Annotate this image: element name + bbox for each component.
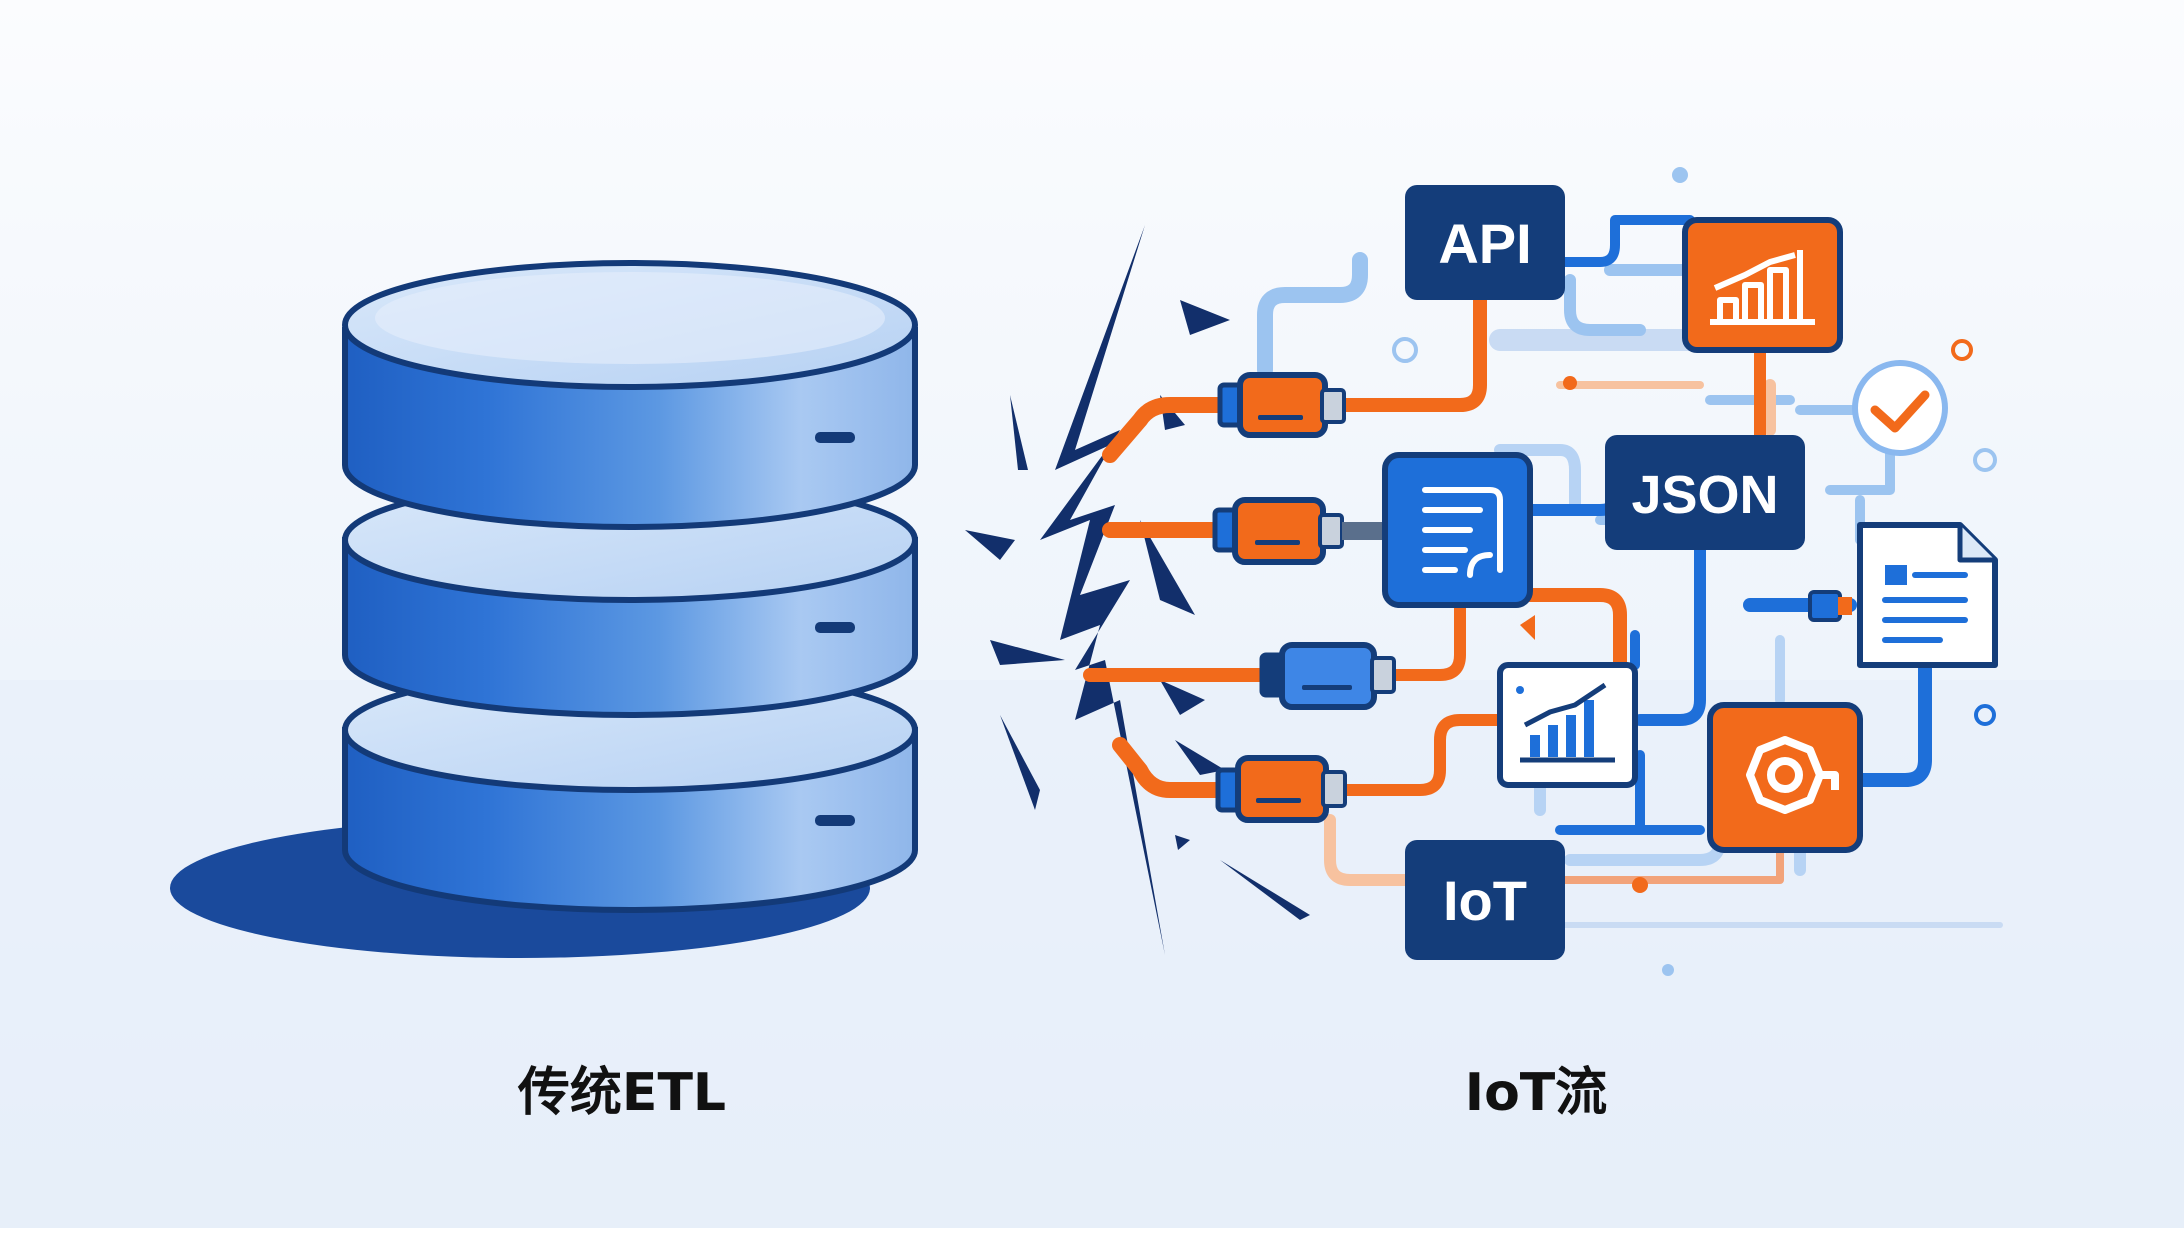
caption-traditional-etl: 传统ETL <box>517 1063 727 1123</box>
line-chart-icon <box>1497 662 1638 788</box>
connector-2 <box>1212 497 1387 565</box>
connector-1 <box>1217 372 1346 438</box>
connector-4 <box>1215 755 1347 823</box>
gear-icon <box>1707 702 1863 853</box>
database-icon <box>170 260 918 958</box>
iot-label: IoT <box>1443 869 1527 932</box>
decorative-dots <box>1392 167 1997 976</box>
file-icon <box>1857 522 1998 668</box>
api-node: API <box>1405 185 1565 300</box>
json-label: JSON <box>1631 465 1778 525</box>
connector-file <box>1808 590 1852 622</box>
caption-iot-stream: IoT流 <box>1464 1063 1608 1123</box>
api-label: API <box>1438 212 1531 275</box>
connector-3 <box>1259 642 1396 710</box>
database-disk-top <box>342 260 918 530</box>
json-node: JSON <box>1605 435 1805 550</box>
check-circle-icon <box>1852 360 1948 456</box>
iot-node: IoT <box>1405 840 1565 960</box>
document-icon <box>1382 452 1533 608</box>
bar-chart-icon <box>1682 217 1843 353</box>
